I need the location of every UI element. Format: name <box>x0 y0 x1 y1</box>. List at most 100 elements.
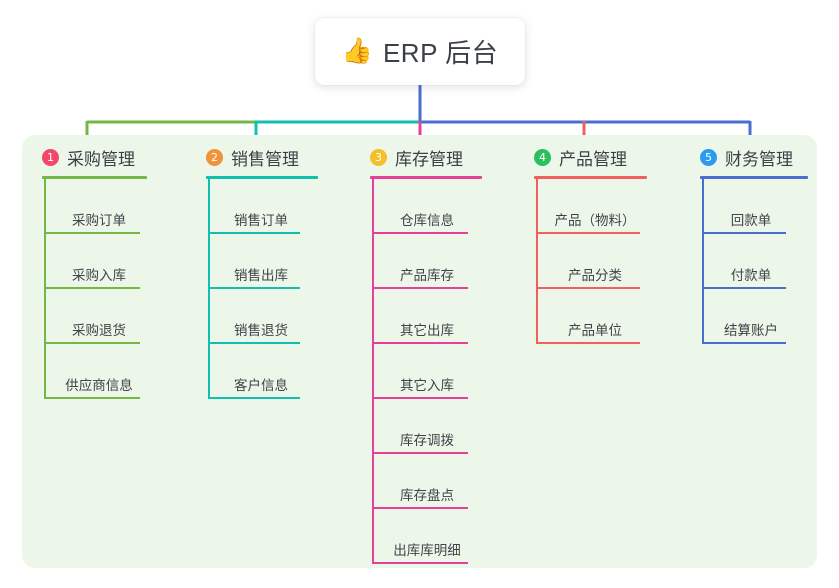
menu-item-label: 库存盘点 <box>400 488 454 503</box>
column-header[interactable]: 3 库存管理 <box>370 145 482 169</box>
menu-item-label: 其它出库 <box>400 323 454 338</box>
diagram-panel <box>22 135 817 568</box>
thumbs-up-icon: 👍 <box>341 37 373 65</box>
column-number-badge: 5 <box>700 148 717 166</box>
column-产品管理: 4 产品管理产品（物料） 产品分类产品单位 <box>534 145 654 344</box>
menu-item[interactable]: 产品（物料） <box>536 179 654 234</box>
menu-item-label: 回款单 <box>730 213 772 228</box>
menu-item[interactable]: 销售退货 <box>208 289 314 344</box>
menu-item-underline <box>704 232 786 234</box>
menu-item[interactable]: 客户信息 <box>208 344 314 399</box>
menu-item-underline <box>210 287 300 289</box>
menu-item-label: 付款单 <box>730 268 772 283</box>
column-items: 回款单付款单结算账户 <box>700 179 800 344</box>
column-number-badge: 2 <box>206 148 223 166</box>
menu-item-underline <box>46 287 140 289</box>
menu-item[interactable]: 仓库信息 <box>372 179 482 234</box>
column-库存管理: 3 库存管理仓库信息产品库存其它出库其它入库库存调拨库存盘点出库库明细 <box>370 145 482 564</box>
menu-item[interactable]: 其它出库 <box>372 289 482 344</box>
menu-item-label: 库存调拨 <box>400 433 454 448</box>
column-underline <box>370 176 482 179</box>
menu-item-underline <box>538 287 640 289</box>
column-underline <box>42 176 147 179</box>
column-spine <box>372 179 374 564</box>
menu-item-label: 出库库明细 <box>393 543 461 558</box>
menu-item[interactable]: 采购退货 <box>44 289 154 344</box>
column-title: 财务管理 <box>725 149 793 169</box>
column-title: 采购管理 <box>67 149 135 169</box>
column-财务管理: 5 财务管理回款单付款单结算账户 <box>700 145 808 344</box>
column-number-badge: 4 <box>534 148 551 166</box>
column-items: 仓库信息产品库存其它出库其它入库库存调拨库存盘点出库库明细 <box>370 179 482 564</box>
column-spine <box>44 179 46 399</box>
column-spine <box>536 179 538 344</box>
menu-item[interactable]: 供应商信息 <box>44 344 154 399</box>
column-title: 库存管理 <box>395 149 463 169</box>
column-underline <box>700 176 808 179</box>
column-title: 产品管理 <box>559 149 627 169</box>
column-underline <box>206 176 318 179</box>
column-number-badge: 3 <box>370 148 387 166</box>
menu-item[interactable]: 产品库存 <box>372 234 482 289</box>
menu-item[interactable]: 结算账户 <box>702 289 800 344</box>
menu-item[interactable]: 采购入库 <box>44 234 154 289</box>
menu-item-underline <box>374 507 468 509</box>
menu-item[interactable]: 付款单 <box>702 234 800 289</box>
menu-item-underline <box>46 397 140 399</box>
menu-item-underline <box>46 342 140 344</box>
menu-item-label: 销售出库 <box>234 268 288 283</box>
column-销售管理: 2 销售管理销售订单销售出库销售退货客户信息 <box>206 145 318 399</box>
menu-item[interactable]: 库存调拨 <box>372 399 482 454</box>
menu-item-label: 产品（物料） <box>554 213 636 228</box>
menu-item-label: 销售退货 <box>234 323 288 338</box>
column-title: 销售管理 <box>231 149 299 169</box>
column-spine <box>208 179 210 399</box>
menu-item[interactable]: 回款单 <box>702 179 800 234</box>
menu-item-label: 采购订单 <box>72 213 126 228</box>
column-spine <box>702 179 704 344</box>
menu-item-label: 客户信息 <box>234 378 288 393</box>
menu-item-underline <box>374 342 468 344</box>
column-采购管理: 1 采购管理采购订单采购入库采购退货供应商信息 <box>42 145 154 399</box>
menu-item-underline <box>46 232 140 234</box>
column-items: 销售订单销售出库销售退货客户信息 <box>206 179 314 399</box>
menu-item-underline <box>374 562 468 564</box>
menu-item-underline <box>704 287 786 289</box>
column-header[interactable]: 2 销售管理 <box>206 145 314 169</box>
menu-item-label: 其它入库 <box>400 378 454 393</box>
menu-item-underline <box>210 232 300 234</box>
column-items: 采购订单采购入库采购退货供应商信息 <box>42 179 154 399</box>
menu-item-label: 仓库信息 <box>400 213 454 228</box>
menu-item[interactable]: 库存盘点 <box>372 454 482 509</box>
column-header[interactable]: 5 财务管理 <box>700 145 800 169</box>
menu-item-underline <box>374 232 468 234</box>
column-number-badge: 1 <box>42 148 59 166</box>
column-underline <box>534 176 647 179</box>
menu-item-label: 产品库存 <box>400 268 454 283</box>
column-header[interactable]: 1 采购管理 <box>42 145 154 169</box>
menu-item-label: 销售订单 <box>234 213 288 228</box>
menu-item[interactable]: 出库库明细 <box>372 509 482 564</box>
menu-item-underline <box>374 452 468 454</box>
menu-item-underline <box>210 342 300 344</box>
menu-item[interactable]: 产品单位 <box>536 289 654 344</box>
root-node-card[interactable]: 👍 ERP 后台 <box>315 18 525 85</box>
menu-item-underline <box>374 287 468 289</box>
menu-item-underline <box>704 342 786 344</box>
menu-item-underline <box>210 397 300 399</box>
menu-item-underline <box>538 232 640 234</box>
menu-item-underline <box>374 397 468 399</box>
menu-item[interactable]: 采购订单 <box>44 179 154 234</box>
menu-item-label: 供应商信息 <box>65 378 133 393</box>
menu-item-label: 产品单位 <box>568 323 622 338</box>
column-header[interactable]: 4 产品管理 <box>534 145 654 169</box>
menu-item[interactable]: 销售订单 <box>208 179 314 234</box>
root-node-label: ERP 后台 <box>382 38 499 68</box>
menu-item-label: 采购入库 <box>72 268 126 283</box>
menu-item-underline <box>538 342 640 344</box>
menu-item-label: 产品分类 <box>568 268 622 283</box>
menu-item[interactable]: 销售出库 <box>208 234 314 289</box>
menu-item-label: 结算账户 <box>724 323 778 338</box>
menu-item[interactable]: 其它入库 <box>372 344 482 399</box>
menu-item[interactable]: 产品分类 <box>536 234 654 289</box>
